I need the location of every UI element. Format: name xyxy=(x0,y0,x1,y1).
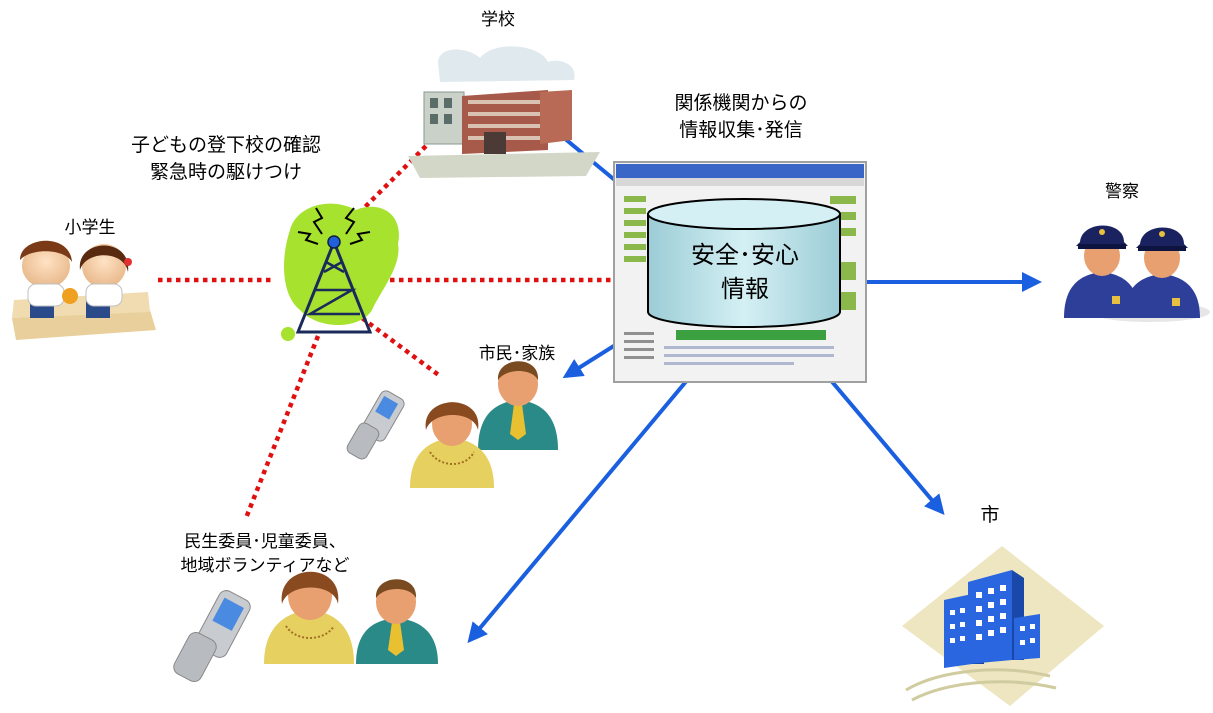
police-illustration xyxy=(1064,225,1210,322)
dotted-line-volunteers xyxy=(243,335,321,519)
city-illustration xyxy=(902,546,1104,706)
arrow-city xyxy=(809,354,945,516)
police-label: 警察 xyxy=(1105,182,1139,202)
database-cylinder xyxy=(647,198,841,328)
dotted-line-citizens xyxy=(360,316,442,378)
database-label: 安全･安心 情報 xyxy=(691,241,799,303)
school-label: 学校 xyxy=(481,10,515,30)
phone-icon xyxy=(173,590,251,683)
students-illustration xyxy=(12,240,156,340)
antenna-illustration xyxy=(281,203,399,341)
citizens-illustration xyxy=(346,361,558,488)
phone-icon xyxy=(346,390,405,460)
volunteers-label: 民生委員･児童委員、 地域ボランティアなど xyxy=(180,532,350,576)
arrow-volunteers xyxy=(467,356,707,644)
city-label: 市 xyxy=(980,504,1000,526)
students-label: 小学生 xyxy=(64,218,116,238)
citizens-label: 市民･家族 xyxy=(478,344,556,364)
school-illustration xyxy=(408,46,600,178)
volunteers-illustration xyxy=(173,571,438,683)
relations-label: 関係機関からの 情報収集･発信 xyxy=(674,92,808,141)
confirm-label: 子どもの登下校の確認 緊急時の駆けつけ xyxy=(130,134,321,183)
